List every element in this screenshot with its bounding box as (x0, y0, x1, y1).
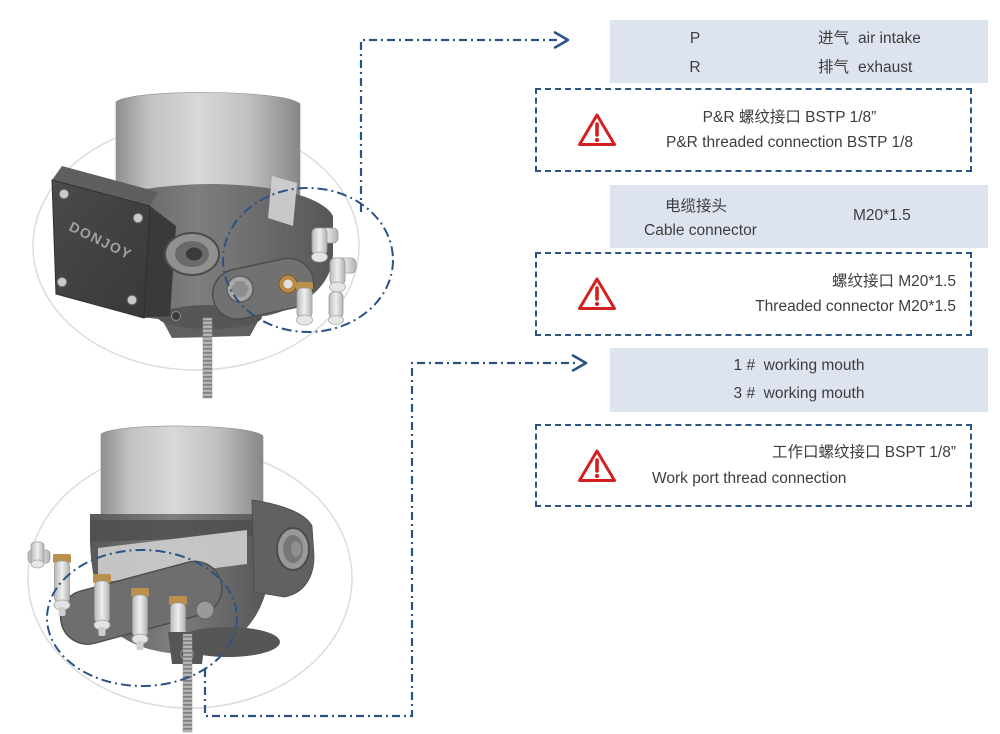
warning-text-block: P&R 螺纹接口 BSTP 1/8” P&R threaded connecti… (617, 105, 970, 155)
pneumatic-elbow-fitting (27, 541, 51, 569)
port-code: R (689, 58, 701, 76)
pneumatic-elbow-fitting (169, 596, 187, 658)
device-bottom-illustration (27, 425, 353, 733)
device-bottom-cylinder (100, 425, 264, 523)
device-bottom-fitting-cluster (27, 541, 223, 658)
device-bottom-rod-bracket (168, 632, 206, 664)
warning-line-en: Work port thread connection (652, 469, 847, 487)
device-bottom-outline-ellipse (27, 447, 353, 709)
arrowhead-icon (571, 354, 588, 372)
port-legend-panel: P 进气 air intake R 排气 exhaust (610, 20, 988, 83)
cable-label-zh: 电缆接头 (665, 198, 728, 215)
highlight-ellipse-bottom (46, 549, 238, 687)
pneumatic-elbow-fitting (328, 291, 344, 325)
port-label-zh: 排气 (818, 58, 850, 76)
cable-gland (164, 232, 220, 276)
warning-icon (578, 449, 616, 482)
port-label-en: exhaust (858, 58, 913, 76)
pneumatic-elbow-fitting (329, 257, 357, 293)
device-top-outline-ellipse (32, 121, 360, 371)
device-bottom-label-band (98, 530, 247, 583)
device-bottom-side-plug (251, 499, 315, 598)
legend-row-r: R 排气 exhaust (610, 55, 988, 77)
pneumatic-elbow-fitting (93, 574, 111, 636)
pneumatic-elbow-fitting (311, 227, 339, 263)
port-label-en: air intake (858, 30, 921, 48)
brand-logo: DONJOY (67, 218, 135, 262)
device-top-cylinder (115, 92, 301, 201)
device-top-terminal-box: DONJOY (51, 166, 176, 319)
arrowhead-icon (553, 31, 570, 49)
port-code: P (689, 30, 701, 48)
warning-line-en: Threaded connector M20*1.5 (755, 298, 956, 315)
connector-bottom (203, 354, 588, 718)
pneumatic-elbow-fitting (53, 554, 71, 616)
cable-spec: M20*1.5 (853, 207, 911, 224)
warning-text-block: 工作口螺纹接口 BSPT 1/8” Work port thread conne… (617, 440, 970, 490)
warning-line-zh: P&R 螺纹接口 BSTP 1/8” (702, 108, 877, 126)
work-port-line-1: 1 # working mouth (733, 357, 865, 375)
device-top-fitting-cluster (212, 227, 357, 326)
pneumatic-elbow-fitting (131, 588, 149, 650)
device-bottom-housing (90, 514, 280, 657)
warning-line-en: P&R threaded connection BSTP 1/8 (665, 134, 913, 151)
device-top-housing (88, 176, 333, 338)
warning-panel-m20-thread: 螺纹接口 M20*1.5 Threaded connector M20*1.5 (535, 252, 972, 336)
work-port-line-3: 3 # working mouth (733, 384, 865, 402)
highlight-ellipse-top (222, 187, 394, 333)
warning-line-zh: 螺纹接口 M20*1.5 (831, 272, 956, 290)
cable-connector-panel: 电缆接头 Cable connector M20*1.5 (610, 185, 988, 248)
device-bottom-threaded-rod (182, 633, 193, 733)
device-top-illustration: DONJOY (32, 92, 394, 399)
work-port-panel: 1 # working mouth 3 # working mouth (610, 348, 988, 412)
port-label-zh: 进气 (818, 30, 850, 48)
warning-panel-pr-thread: P&R 螺纹接口 BSTP 1/8” P&R threaded connecti… (535, 88, 972, 172)
warning-panel-bspt-thread: 工作口螺纹接口 BSPT 1/8” Work port thread conne… (535, 424, 972, 507)
device-top-threaded-rod (202, 317, 213, 399)
device-top-label-patch (268, 176, 297, 226)
warning-text-block: 螺纹接口 M20*1.5 Threaded connector M20*1.5 (617, 269, 970, 319)
warning-icon (578, 277, 616, 310)
warning-line-zh: 工作口螺纹接口 BSPT 1/8” (771, 444, 956, 462)
legend-row-p: P 进气 air intake (610, 26, 988, 48)
pneumatic-elbow-fitting (296, 282, 313, 326)
warning-icon (578, 113, 616, 146)
cable-label-en: Cable connector (644, 222, 757, 239)
